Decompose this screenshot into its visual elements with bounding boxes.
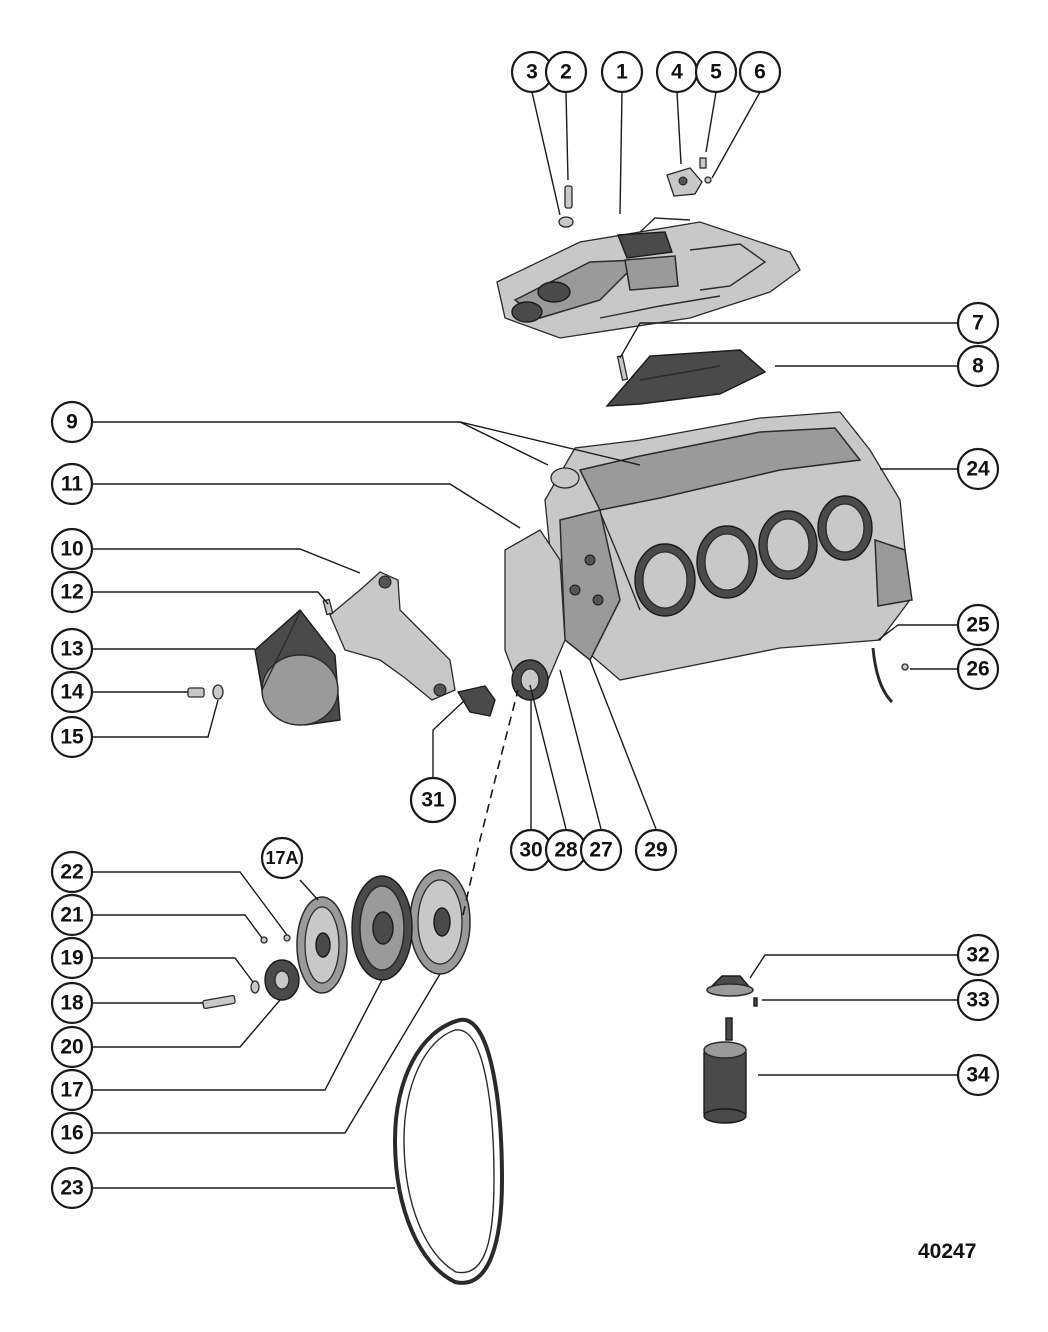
- callout-23-label: 23: [60, 1177, 83, 1200]
- leader-lines: [92, 91, 958, 1189]
- callout-4: 4: [655, 50, 699, 94]
- oil-filter: [703, 1041, 747, 1124]
- head-gasket: [550, 467, 580, 489]
- oil-filter-adapter: [706, 975, 758, 1041]
- callout-14-label: 14: [60, 681, 84, 704]
- thermostat-fitting: [666, 157, 712, 197]
- callout-16-label: 16: [60, 1122, 83, 1145]
- pulley-bolt: [187, 684, 224, 700]
- manifold-bolt: [558, 185, 574, 228]
- callout-17-label: 17: [60, 1079, 83, 1102]
- callout-31: 31: [409, 776, 457, 824]
- manifold-shield: [605, 349, 767, 407]
- callout-7: 7: [956, 301, 1000, 345]
- callout-29-label: 29: [644, 839, 667, 862]
- callout-33: 33: [956, 978, 1000, 1022]
- callout-12-label: 12: [60, 581, 83, 604]
- callout-14: 14: [50, 670, 94, 714]
- callout-6-label: 6: [754, 61, 766, 84]
- callout-7-label: 7: [972, 312, 984, 335]
- callout-34-label: 34: [966, 1064, 990, 1087]
- callout-5: 5: [694, 50, 738, 94]
- callout-18-label: 18: [60, 992, 84, 1015]
- callout-13-label: 13: [60, 638, 83, 661]
- callout-33-label: 33: [966, 989, 989, 1012]
- callout-21-label: 21: [60, 904, 84, 927]
- callout-15-label: 15: [60, 726, 84, 749]
- callout-9-label: 9: [66, 411, 78, 434]
- callout-2: 2: [544, 50, 588, 94]
- crankshaft-pulley: [351, 875, 413, 981]
- callout-20: 20: [50, 1025, 94, 1069]
- callout-8: 8: [956, 344, 1000, 388]
- timing-pointer: [456, 685, 496, 717]
- callout-28: 28: [544, 828, 588, 872]
- callout-19: 19: [50, 936, 94, 980]
- callout-17a-label: 17A: [265, 848, 298, 868]
- callout-22: 22: [50, 850, 94, 894]
- intake-manifold: [496, 217, 801, 339]
- callout-10: 10: [50, 527, 94, 571]
- callout-13: 13: [50, 627, 94, 671]
- callout-12: 12: [50, 570, 94, 614]
- callout-11: 11: [50, 462, 94, 506]
- callout-22-label: 22: [60, 861, 83, 884]
- callout-25-label: 25: [966, 614, 990, 637]
- figure-number: 40247: [918, 1240, 976, 1263]
- cylinder-block: [544, 411, 913, 681]
- drain-tube: [871, 647, 909, 704]
- water-pump-pulley: [254, 608, 341, 726]
- callout-10-label: 10: [60, 538, 83, 561]
- callout-1-label: 1: [616, 61, 628, 84]
- callout-24: 24: [956, 447, 1000, 491]
- callout-28-label: 28: [554, 839, 578, 862]
- callout-16: 16: [50, 1111, 94, 1155]
- callout-26: 26: [956, 647, 1000, 691]
- timing-cover: [504, 529, 566, 701]
- callout-6: 6: [738, 50, 782, 94]
- callout-21: 21: [50, 893, 94, 937]
- callout-34: 34: [956, 1053, 1000, 1097]
- callout-27-label: 27: [589, 839, 612, 862]
- callout-1: 1: [600, 50, 644, 94]
- callout-29: 29: [634, 828, 678, 872]
- drive-belt: [392, 1017, 505, 1285]
- callout-32-label: 32: [966, 944, 989, 967]
- callout-23: 23: [50, 1166, 94, 1210]
- callout-17a: 17A: [260, 836, 304, 880]
- callout-3-label: 3: [526, 61, 538, 84]
- callout-27: 27: [579, 828, 623, 872]
- crankshaft-bolt-set: [202, 934, 300, 1010]
- callout-20-label: 20: [60, 1036, 83, 1059]
- water-pump: [322, 571, 456, 701]
- callout-11-label: 11: [61, 473, 84, 496]
- callout-9: 9: [50, 400, 94, 444]
- callout-3: 3: [510, 50, 554, 94]
- callout-17: 17: [50, 1068, 94, 1112]
- harmonic-balancer: [409, 869, 471, 975]
- callout-4-label: 4: [671, 61, 683, 84]
- callout-31-label: 31: [421, 789, 445, 812]
- callout-18: 18: [50, 981, 94, 1025]
- callout-2-label: 2: [560, 61, 572, 84]
- callout-26-label: 26: [966, 658, 989, 681]
- callout-19-label: 19: [60, 947, 83, 970]
- callout-8-label: 8: [972, 355, 984, 378]
- callout-30-label: 30: [519, 839, 542, 862]
- callout-24-label: 24: [966, 458, 990, 481]
- callout-25: 25: [956, 603, 1000, 647]
- callout-15: 15: [50, 715, 94, 759]
- callout-5-label: 5: [710, 61, 722, 84]
- crankshaft-pulley-17a: [296, 896, 348, 994]
- callout-32: 32: [956, 933, 1000, 977]
